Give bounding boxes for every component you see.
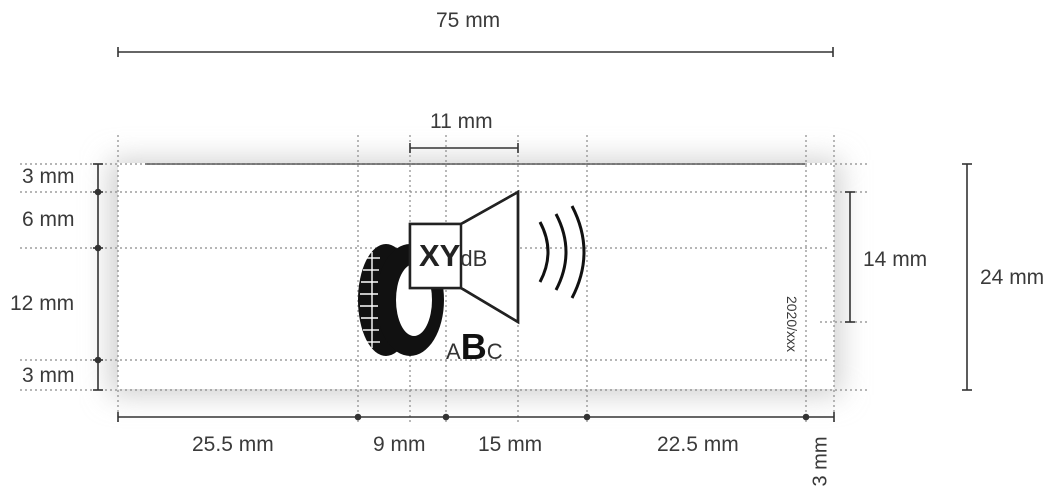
dim-line-left	[93, 163, 103, 391]
tyre-icon	[358, 244, 444, 356]
dim-bottom-3: 3 mm	[809, 436, 832, 487]
dim-line-14	[845, 191, 855, 323]
noise-value: XY	[419, 238, 461, 273]
class-b: B	[460, 326, 487, 367]
class-c: C	[486, 339, 503, 364]
dim-icon-width: 11 mm	[430, 110, 493, 133]
dim-left-6: 6 mm	[22, 208, 75, 231]
dim-bottom-9: 9 mm	[373, 433, 426, 456]
class-a: A	[446, 339, 461, 364]
dim-right-14: 14 mm	[863, 248, 928, 271]
dim-line-75	[117, 47, 834, 57]
dim-bottom-25-5: 25.5 mm	[192, 433, 274, 456]
dim-bottom-15: 15 mm	[478, 433, 543, 456]
dim-total-width: 75 mm	[436, 9, 501, 32]
noise-class-label: ABC	[446, 326, 503, 368]
regulation-code: 2020/xxx	[784, 295, 801, 353]
dim-line-11	[409, 143, 519, 153]
noise-value-label: XYdB	[419, 238, 487, 274]
dim-bottom-22-5: 22.5 mm	[657, 433, 739, 456]
dim-left-12: 12 mm	[10, 292, 75, 315]
dim-left-3: 3 mm	[22, 165, 75, 188]
speaker-icon	[408, 189, 520, 325]
sound-waves-icon	[538, 205, 586, 299]
noise-unit: dB	[460, 246, 488, 271]
dim-line-24	[962, 163, 972, 391]
dim-line-bottom	[117, 412, 835, 422]
dim-left-3b: 3 mm	[22, 364, 75, 387]
dim-right-24: 24 mm	[980, 266, 1045, 289]
